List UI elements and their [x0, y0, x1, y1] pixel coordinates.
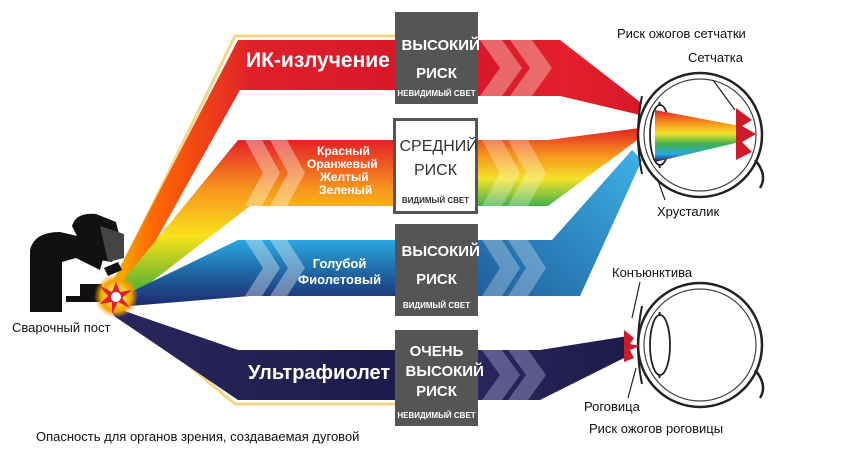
spectrum-violet: Фиолетовый	[298, 272, 382, 287]
risk-box-blue: ВЫСОКИЙ РИСК ВИДИМЫЙ СВЕТ	[395, 224, 480, 316]
risk-level-ir: ВЫСОКИЙ РИСК	[401, 37, 480, 82]
risk-level-uv: ОЧЕНЬ ВЫСОКИЙ РИСК	[405, 343, 484, 400]
spectrum-blue: Голубой	[312, 256, 367, 271]
spectrum-red: Красный	[317, 144, 370, 158]
cornea-label: Роговица	[584, 399, 640, 414]
visibility-blue: ВИДИМЫЙ СВЕТ	[402, 301, 471, 310]
visible-beam	[112, 140, 395, 300]
band-spectrum-blue: Голубой Фиолетовый	[298, 256, 381, 288]
ir-beam-right	[478, 40, 640, 115]
visibility-ir: НЕВИДИМЫЙ СВЕТ	[397, 89, 476, 98]
lens-light-fan	[655, 110, 740, 162]
eye-bottom-diagram	[624, 281, 765, 409]
risk-level-blue: ВЫСОКИЙ РИСК	[401, 243, 480, 288]
eye-top-title: Риск ожогов сетчатки	[617, 26, 746, 41]
lens-label: Хрусталик	[657, 204, 720, 219]
caption: Опасность для органов зрения, создаваема…	[36, 429, 360, 444]
risk-box-visible: СРЕДНИЙ РИСК ВИДИМЫЙ СВЕТ	[393, 118, 478, 214]
spectrum-orange: Оранжевый	[307, 157, 378, 171]
welder-icon	[30, 213, 124, 312]
welding-post-label: Сварочный пост	[12, 320, 111, 335]
spectrum-yellow: Желтый	[320, 170, 369, 184]
visibility-visible: ВИДИМЫЙ СВЕТ	[401, 196, 470, 205]
conjunctiva-label: Конъюнктива	[612, 265, 693, 280]
retina-label: Сетчатка	[688, 50, 744, 65]
retina-burn	[736, 108, 756, 160]
band-label-uv: Ультрафиолет	[248, 362, 391, 384]
cornea-burn	[624, 330, 640, 362]
blue-beam-right	[478, 150, 642, 296]
uv-beam	[110, 306, 395, 400]
chevrons-right	[480, 40, 552, 400]
eye-top-diagram	[636, 71, 765, 201]
risk-level-visible: СРЕДНИЙ РИСК	[399, 138, 478, 179]
visibility-uv: НЕВИДИМЫЙ СВЕТ	[397, 411, 476, 420]
band-spectrum-visible: Красный Оранжевый Желтый Зеленый	[305, 145, 395, 197]
eye-bottom-title: Риск ожогов роговицы	[589, 421, 724, 436]
band-label-ir: ИК-излучение	[246, 49, 390, 72]
spectrum-green: Зеленый	[319, 183, 373, 197]
risk-box-uv: ОЧЕНЬ ВЫСОКИЙ РИСК НЕВИДИМЫЙ СВЕТ	[395, 330, 484, 426]
chevrons-left	[245, 140, 305, 296]
risk-box-ir: ВЫСОКИЙ РИСК НЕВИДИМЫЙ СВЕТ	[395, 12, 480, 104]
blue-beam	[114, 240, 395, 306]
visible-beam-right	[478, 128, 640, 206]
arc-flash-icon	[94, 274, 138, 318]
